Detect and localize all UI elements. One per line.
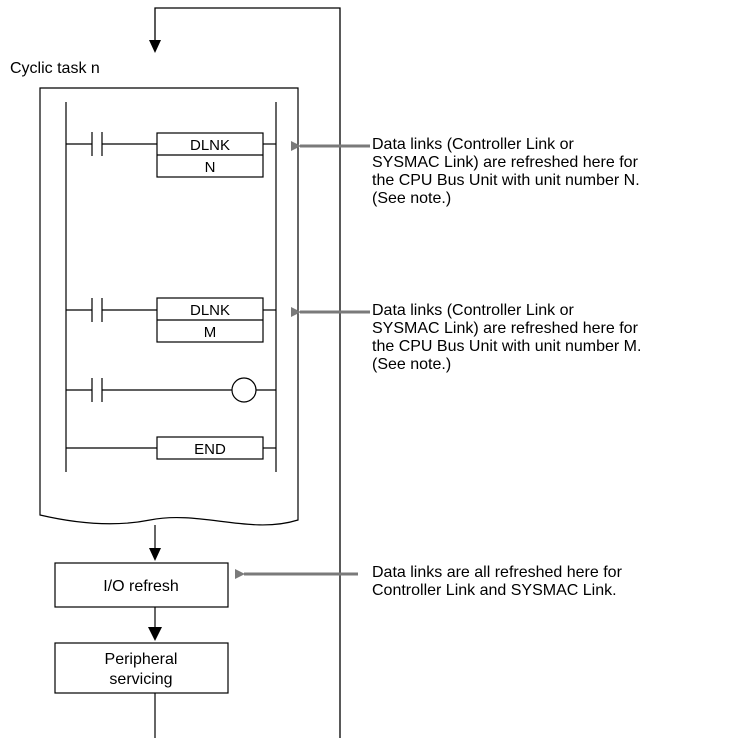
output-coil [231, 377, 257, 403]
rung-dlnk-n [66, 132, 276, 178]
annotation-io-refresh: Data links are all refreshed here for Co… [372, 564, 622, 599]
rung-end [66, 436, 276, 460]
annotation-unit-m: Data links (Controller Link or SYSMAC Li… [372, 302, 642, 373]
dlnk-operand-m: M [204, 324, 217, 341]
task-label: Cyclic task n [10, 60, 100, 77]
annotation-unit-n: Data links (Controller Link or SYSMAC Li… [372, 136, 640, 207]
cycle-loop-line [154, 7, 341, 738]
end-instruction: END [194, 441, 226, 458]
io-refresh-box [54, 562, 229, 608]
ladder-rails [65, 102, 277, 472]
peripheral-servicing-line2: servicing [109, 671, 172, 688]
pointer-arrows [235, 141, 370, 579]
dlnk-instruction-n: DLNK [190, 137, 230, 154]
dlnk-instruction-m: DLNK [190, 302, 230, 319]
peripheral-servicing-box [54, 642, 229, 694]
rung-coil [66, 377, 276, 403]
io-refresh-label: I/O refresh [103, 578, 179, 595]
peripheral-servicing-line1: Peripheral [105, 651, 178, 668]
entry-arrow-head [149, 40, 161, 53]
rung-dlnk-m [66, 297, 276, 343]
dlnk-operand-n: N [205, 159, 216, 176]
flow-arrow-1 [149, 548, 161, 561]
flow-arrow-2 [148, 627, 162, 641]
